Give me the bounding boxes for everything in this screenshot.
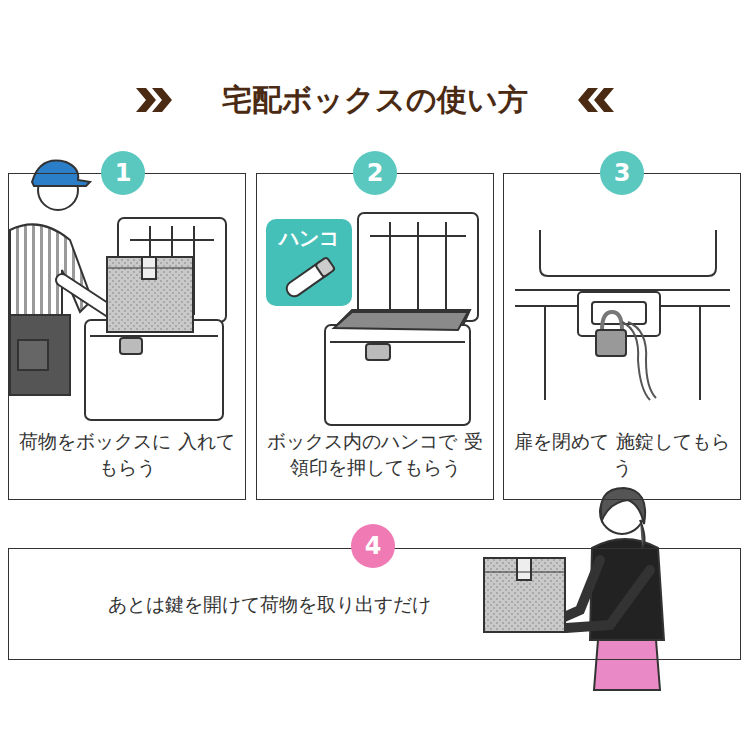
parcel-1 [107,257,193,332]
storage-box-1 [85,218,226,420]
step-number: 3 [600,151,644,195]
step-caption: 扉を閉めて 施錠してもらう [508,429,736,480]
step-panel: 扉を閉めて 施錠してもらう [503,173,741,500]
step-panel: ボックス内のハンコで 受領印を押してもらう ハンコ [256,173,494,500]
hanko-badge: ハンコ [266,219,352,306]
step-number-text: 2 [367,159,384,187]
step-number-text: 3 [614,159,631,187]
step-number-text: 4 [365,532,382,560]
step-number-text: 1 [115,159,132,187]
parcel-4 [484,558,565,632]
step-panel: 荷物をボックスに 入れてもらう [8,173,246,500]
delivery-man [10,161,120,395]
step-caption: ボックス内のハンコで 受領印を押してもらう [259,429,491,480]
step-caption: 荷物をボックスに 入れてもらう [13,429,241,480]
step-number: 4 [351,524,395,568]
latch-padlock [515,230,730,400]
step-caption: あとは鍵を開けて荷物を取り出すだけ [49,592,489,618]
page-title: 宅配ボックスの使い方 [0,80,750,121]
step-number: 2 [353,151,397,195]
hanko-label: ハンコ [266,225,352,252]
step-number: 1 [101,151,145,195]
